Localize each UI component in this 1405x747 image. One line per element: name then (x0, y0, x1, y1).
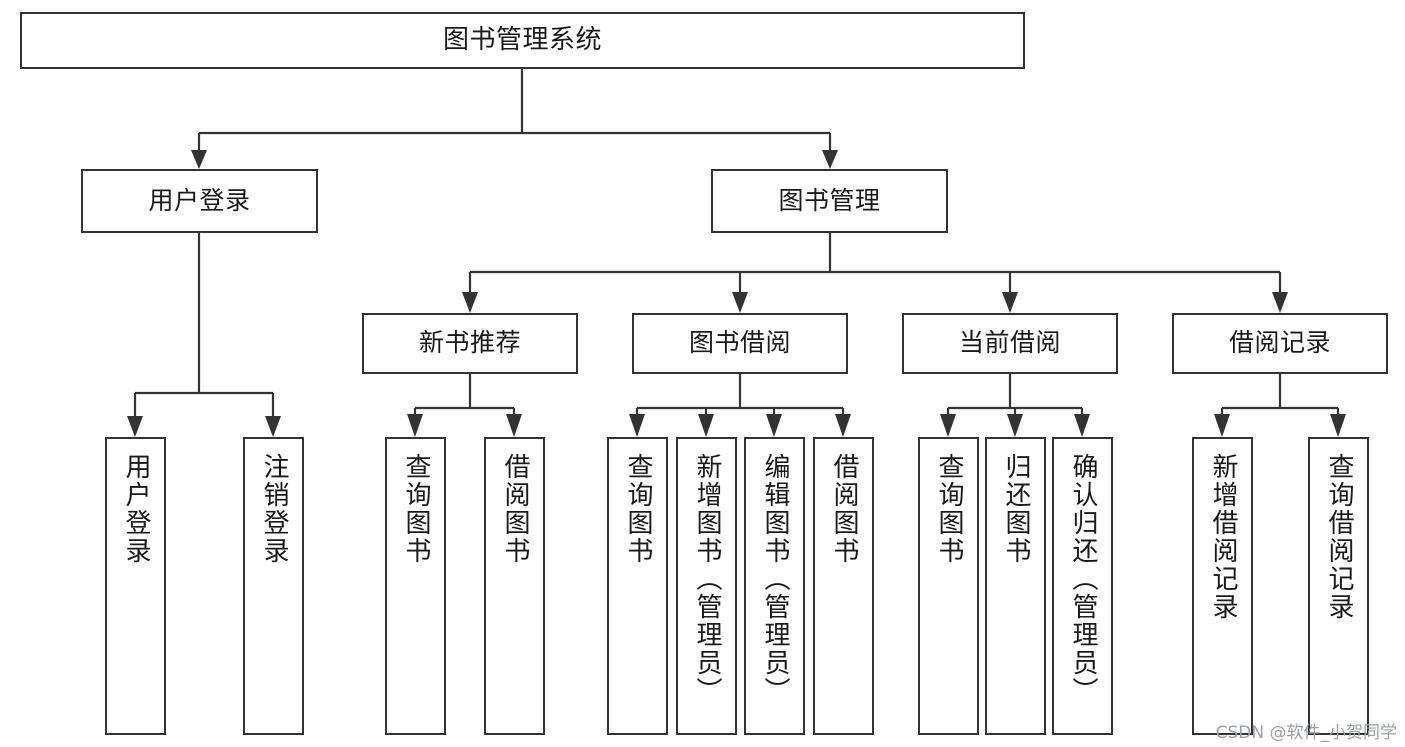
leaf-user-login-logout[interactable]: 注销登录 (243, 437, 304, 735)
leaf-book-borrow-query[interactable]: 查询图书 (607, 437, 668, 735)
leaf-current-borrow-query[interactable]: 查询图书 (918, 437, 979, 735)
node-label: 注销登录 (259, 453, 290, 565)
node-label: 新增借阅记录 (1208, 453, 1239, 621)
arrow-current-borrow-leaf2 (1007, 414, 1023, 437)
node-label: 借阅记录 (1228, 328, 1331, 358)
leaf-book-borrow-borrow[interactable]: 借阅图书 (813, 437, 874, 735)
node-root-system[interactable]: 图书管理系统 (20, 12, 1025, 69)
leaf-borrow-record-query[interactable]: 查询借阅记录 (1308, 437, 1369, 735)
arrow-to-user-login (191, 150, 207, 169)
arrow-new-book-leaf1 (407, 414, 423, 437)
node-label: 查询图书 (934, 453, 965, 565)
arrow-current-borrow-leaf1 (940, 414, 956, 437)
arrow-current-borrow-leaf3 (1074, 414, 1090, 437)
leaf-current-borrow-return[interactable]: 归还图书 (985, 437, 1046, 735)
leaf-user-login-login[interactable]: 用户登录 (105, 437, 166, 735)
arrow-user-login-leaf2 (265, 416, 281, 437)
arrow-new-book-leaf2 (506, 414, 522, 437)
node-label: 查询借阅记录 (1324, 453, 1355, 621)
node-borrow-record[interactable]: 借阅记录 (1172, 313, 1388, 374)
node-label: 用户登录 (121, 453, 152, 565)
arrow-to-new-book (462, 292, 478, 313)
node-label: 查询图书 (401, 453, 432, 565)
arrow-to-book-borrow (732, 292, 748, 313)
leaf-book-borrow-edit[interactable]: 编辑图书（管理员） (744, 437, 805, 735)
node-label: 借阅图书 (829, 453, 860, 565)
arrow-book-borrow-leaf2 (698, 414, 714, 437)
node-label: 新书推荐 (418, 328, 521, 358)
leaf-book-borrow-add[interactable]: 新增图书（管理员） (676, 437, 737, 735)
arrow-borrow-record-leaf2 (1330, 414, 1346, 437)
leaf-new-book-borrow[interactable]: 借阅图书 (484, 437, 545, 735)
watermark-text: CSDN @软件_小贺同学 (1215, 723, 1397, 743)
node-label: 图书管理系统 (442, 24, 602, 55)
node-label: 图书管理 (778, 185, 881, 215)
arrow-book-borrow-leaf4 (835, 414, 851, 437)
arrow-to-book-manage (822, 150, 838, 169)
node-label: 借阅图书 (500, 453, 531, 565)
node-label: 确认归还（管理员） (1068, 453, 1099, 705)
node-label: 用户登录 (148, 185, 251, 215)
arrow-borrow-record-leaf1 (1214, 414, 1230, 437)
node-label: 查询图书 (623, 453, 654, 565)
arrow-book-borrow-leaf1 (629, 414, 645, 437)
arrow-user-login-leaf1 (127, 416, 143, 437)
leaf-current-borrow-confirm-return[interactable]: 确认归还（管理员） (1052, 437, 1113, 735)
node-label: 归还图书 (1001, 453, 1032, 565)
node-book-management[interactable]: 图书管理 (711, 169, 948, 233)
node-label: 图书借阅 (688, 328, 791, 358)
leaf-new-book-query[interactable]: 查询图书 (385, 437, 446, 735)
leaf-borrow-record-add[interactable]: 新增借阅记录 (1192, 437, 1253, 735)
arrow-book-borrow-leaf3 (766, 414, 782, 437)
node-label: 当前借阅 (958, 328, 1061, 358)
arrow-to-borrow-record (1272, 292, 1288, 313)
arrow-to-current-borrow (1002, 292, 1018, 313)
node-label: 编辑图书（管理员） (760, 453, 791, 705)
node-current-borrow[interactable]: 当前借阅 (902, 313, 1118, 374)
node-label: 新增图书（管理员） (692, 453, 723, 705)
node-user-login[interactable]: 用户登录 (81, 169, 318, 233)
node-book-borrow[interactable]: 图书借阅 (632, 313, 848, 374)
node-new-book-recommend[interactable]: 新书推荐 (362, 313, 578, 374)
